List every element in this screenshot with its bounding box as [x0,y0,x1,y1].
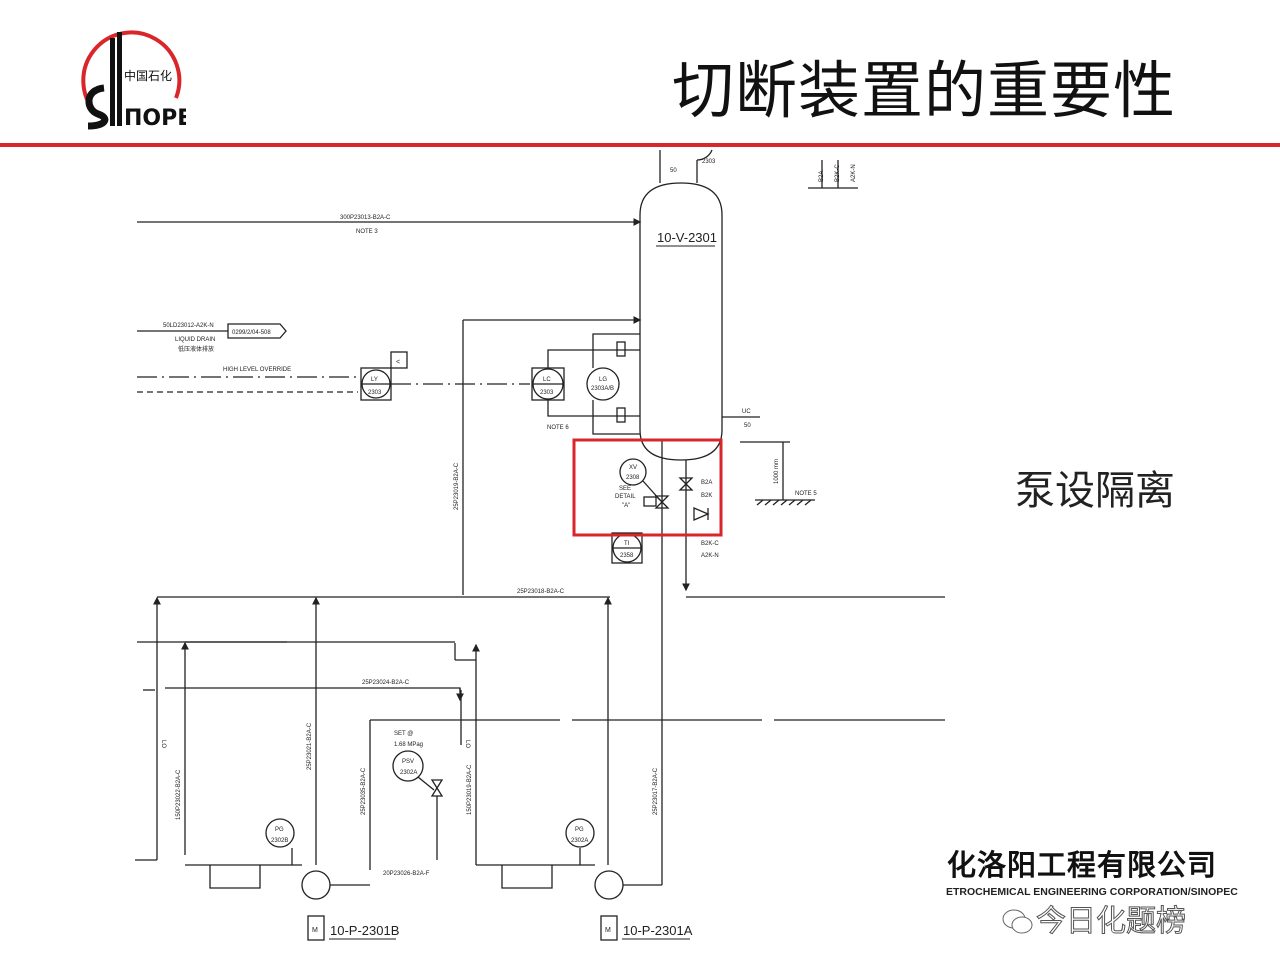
pid-label: A2K-N [851,164,857,182]
pid-label: M [605,927,611,934]
pid-label: LO [160,740,166,748]
pid-label: 300P23013-B2A-C [340,215,391,221]
pid-label: B2K-C [835,164,841,182]
pid-label: PSV [402,759,414,765]
svg-text:中国石化: 中国石化 [124,68,172,83]
pid-label: UC [742,409,751,415]
pid-label: 50 [744,423,751,429]
pid-label: 20P23026-B2A-F [383,871,430,877]
pid-label: < [396,359,400,366]
pid-label: 50LD23012-A2K-N [163,323,214,329]
pid-label: 2302B [271,838,288,844]
vessel-shell [639,182,723,461]
pid-label: B2A [819,171,825,182]
pid-label: 2303A/B [591,386,614,392]
pid-label: 2303 [702,159,716,165]
pid-label: "A" [622,503,630,509]
pid-label: A2K-N [701,553,719,559]
pid-label: 2303 [368,390,382,396]
pid-label: 10-P-2301B [330,923,399,938]
pid-label: 10-V-2301 [657,230,717,245]
pid-label: 25P23035-B2A-C [361,767,367,815]
pid-label: XV [629,465,637,471]
pid-label: 150P23022-B2A-C [176,769,182,820]
pid-label: LO [464,740,470,748]
pid-label: NOTE 5 [795,491,817,497]
pid-label: TI [624,541,630,547]
pid-label: 1.68 MPag [394,742,423,748]
pid-label: 10-P-2301A [623,923,693,938]
pid-label: HIGH LEVEL OVERRIDE [223,367,291,373]
pid-label: NOTE 3 [356,229,378,235]
pid-label: LC [543,377,551,383]
pid-label: 1000 mm [774,459,780,484]
company-name-cn: 化洛阳工程有限公司 [947,848,1218,882]
highlight-box [572,438,723,537]
pid-label: M [312,927,318,934]
pid-label: SEE [619,486,631,492]
pid-label: 2308 [626,475,640,481]
pid-label: LIQUID DRAIN [175,337,215,343]
pid-label: 25P23018-B2A-C [517,589,565,595]
pid-label: 25P23021-B2A-C [307,722,313,770]
slide-title: 切断装置的重要性 [672,54,1177,127]
pid-label: PG [275,827,284,833]
pid-label: 低压液体排放 [178,345,214,353]
pid-label: 2358 [620,553,634,559]
pid-label: 25P23017-B2A-C [653,767,659,815]
pid-label: B2K [701,493,712,499]
pid-label: 25P23024-B2A-C [362,680,410,686]
pid-label: PG [575,827,584,833]
pid-label: B2A [701,480,712,486]
wechat-icon [1002,909,1033,934]
pid-label: NOTE 6 [547,425,569,431]
header-divider [0,143,1280,147]
side-note: 泵设隔离 [1015,468,1175,514]
pid-label: LY [371,377,378,383]
pid-label: 2303 [540,390,554,396]
pid-label: 50 [670,168,677,174]
pid-label: 0299/2/04-508 [232,330,271,336]
pid-label: DETAIL [615,494,636,500]
pid-label: LG [599,377,607,383]
company-name-en: ETROCHEMICAL ENGINEERING CORPORATION/SIN… [946,886,1238,898]
watermark: 今日化题榜 [1036,904,1187,940]
pid-label: B2K-C [701,541,719,547]
pid-label: SET @ [394,731,413,737]
pid-label: 2302A [571,838,588,844]
pid-label: 2302A [400,770,417,776]
pid-label: 150P23019-B2A-C [467,764,473,815]
pid-label: 25P23019-B2A-C [454,462,460,510]
